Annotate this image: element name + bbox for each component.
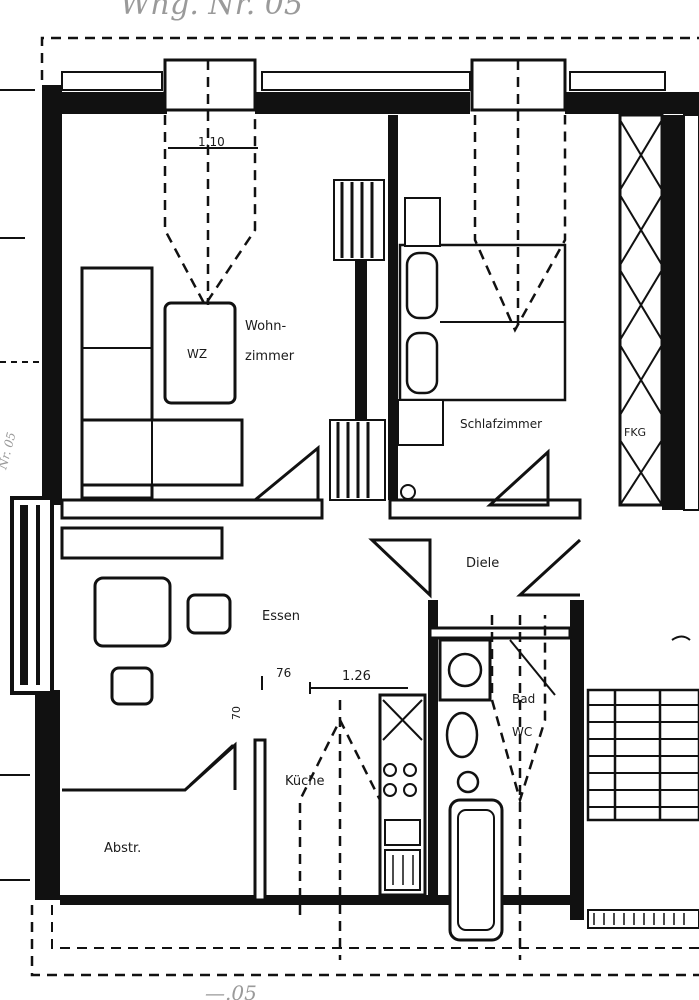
exterior-walls [10, 85, 699, 920]
bathroom-fixtures [438, 615, 556, 960]
outer-dashed-boundary [30, 36, 699, 977]
built-in-shelves [329, 179, 386, 501]
room-label-wohnzimmer-1: Wohn- [245, 319, 287, 334]
kitchen-counter [298, 693, 427, 960]
dining-table [93, 576, 232, 706]
door-dimension-3: 70 [230, 706, 243, 720]
room-label-bad: Bad [512, 692, 535, 706]
living-room-sofa [80, 266, 244, 500]
bedroom-wardrobe: FKG [618, 113, 699, 511]
room-label-essen: Essen [262, 609, 300, 624]
living-room-table: WZ 1.10 [163, 60, 258, 405]
room-label-kueche: Küche [285, 774, 325, 789]
room-label-schlafzimmer: Schlafzimmer [460, 417, 542, 431]
room-label-wc: WC [512, 725, 532, 739]
door-dimension-2: 1.26 [342, 669, 371, 684]
ceiling-lamp-dimension: 1.10 [198, 135, 225, 149]
staircase [586, 635, 699, 929]
left-margin-marks [0, 89, 40, 881]
header-note: Whg. Nr. 05 [120, 0, 303, 22]
room-label-wohnzimmer-2: zimmer [245, 349, 295, 364]
door-dimension-1: 76 [276, 666, 291, 680]
bedroom-bed [397, 60, 567, 500]
top-windows [61, 58, 666, 112]
window-center-symbol: WZ [187, 347, 207, 361]
room-label-diele: Diele [466, 556, 499, 571]
room-label-abstellraum: Abstr. [104, 841, 141, 856]
footer-note: —.05 [205, 981, 257, 1000]
door-swings [189, 444, 582, 786]
side-note: Nr. 05 [0, 431, 19, 472]
fridge-symbol: FKG [624, 426, 646, 439]
